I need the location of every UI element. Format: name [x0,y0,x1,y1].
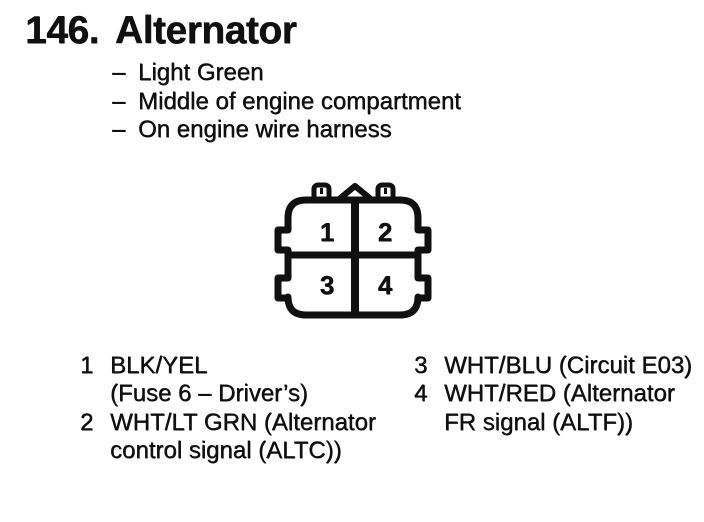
pin-number: 1 [80,352,94,379]
page-title: 146. Alternator [25,9,297,53]
pin-description-line: (Fuse 6 – Driver’s) [110,380,308,408]
location-note: – Middle of engine compartment [112,88,461,117]
location-note-text: On engine wire harness [138,116,392,143]
connector-pin-3: 3 [320,270,334,300]
bullet-dash: – [112,59,126,86]
pin-entry: 1 BLK/YEL (Fuse 6 – Driver’s) [80,352,376,409]
bullet-dash: – [112,116,126,143]
pin-list-right: 3 WHT/BLU (Circuit E03) 4 WHT/RED (Alter… [414,352,692,437]
location-note: – On engine wire harness [112,116,461,145]
section-title: Alternator [114,9,297,52]
pin-description-line: WHT/BLU (Circuit E03) [444,352,693,379]
pin-entry: 2 WHT/LT GRN (Alternator control signal … [80,409,376,466]
location-note-text: Middle of engine compartment [138,87,461,115]
pin-description-line: WHT/RED (Alternator [444,380,675,408]
location-note-text: Light Green [138,59,264,86]
connector-diagram: 1 2 3 4 [274,182,432,319]
pin-description-line: BLK/YEL [110,352,208,379]
pin-number: 2 [80,408,94,436]
pin-description: WHT/BLU (Circuit E03) [444,352,692,380]
pin-entry: 4 WHT/RED (Alternator FR signal (ALTF)) [414,380,692,437]
pin-description: WHT/RED (Alternator FR signal (ALTF)) [444,380,675,437]
pin-entry: 3 WHT/BLU (Circuit E03) [414,352,692,380]
pin-description-line: control signal (ALTC)) [110,437,342,465]
connector-pin-1: 1 [320,217,334,247]
section-number: 146. [25,9,99,52]
pin-description: BLK/YEL (Fuse 6 – Driver’s) [110,352,308,409]
pin-number: 3 [414,352,428,379]
bullet-dash: – [112,87,126,115]
pin-description-line: FR signal (ALTF)) [444,408,633,436]
location-notes: – Light Green – Middle of engine compart… [112,59,461,145]
connector-pin-4: 4 [378,270,393,300]
pin-list-left: 1 BLK/YEL (Fuse 6 – Driver’s) 2 WHT/LT G… [80,352,376,466]
location-note: – Light Green [112,59,461,88]
connector-pin-2: 2 [378,217,392,247]
pin-description-line: WHT/LT GRN (Alternator [110,408,376,436]
pin-description: WHT/LT GRN (Alternator control signal (A… [110,409,376,466]
pin-number: 4 [414,380,428,408]
